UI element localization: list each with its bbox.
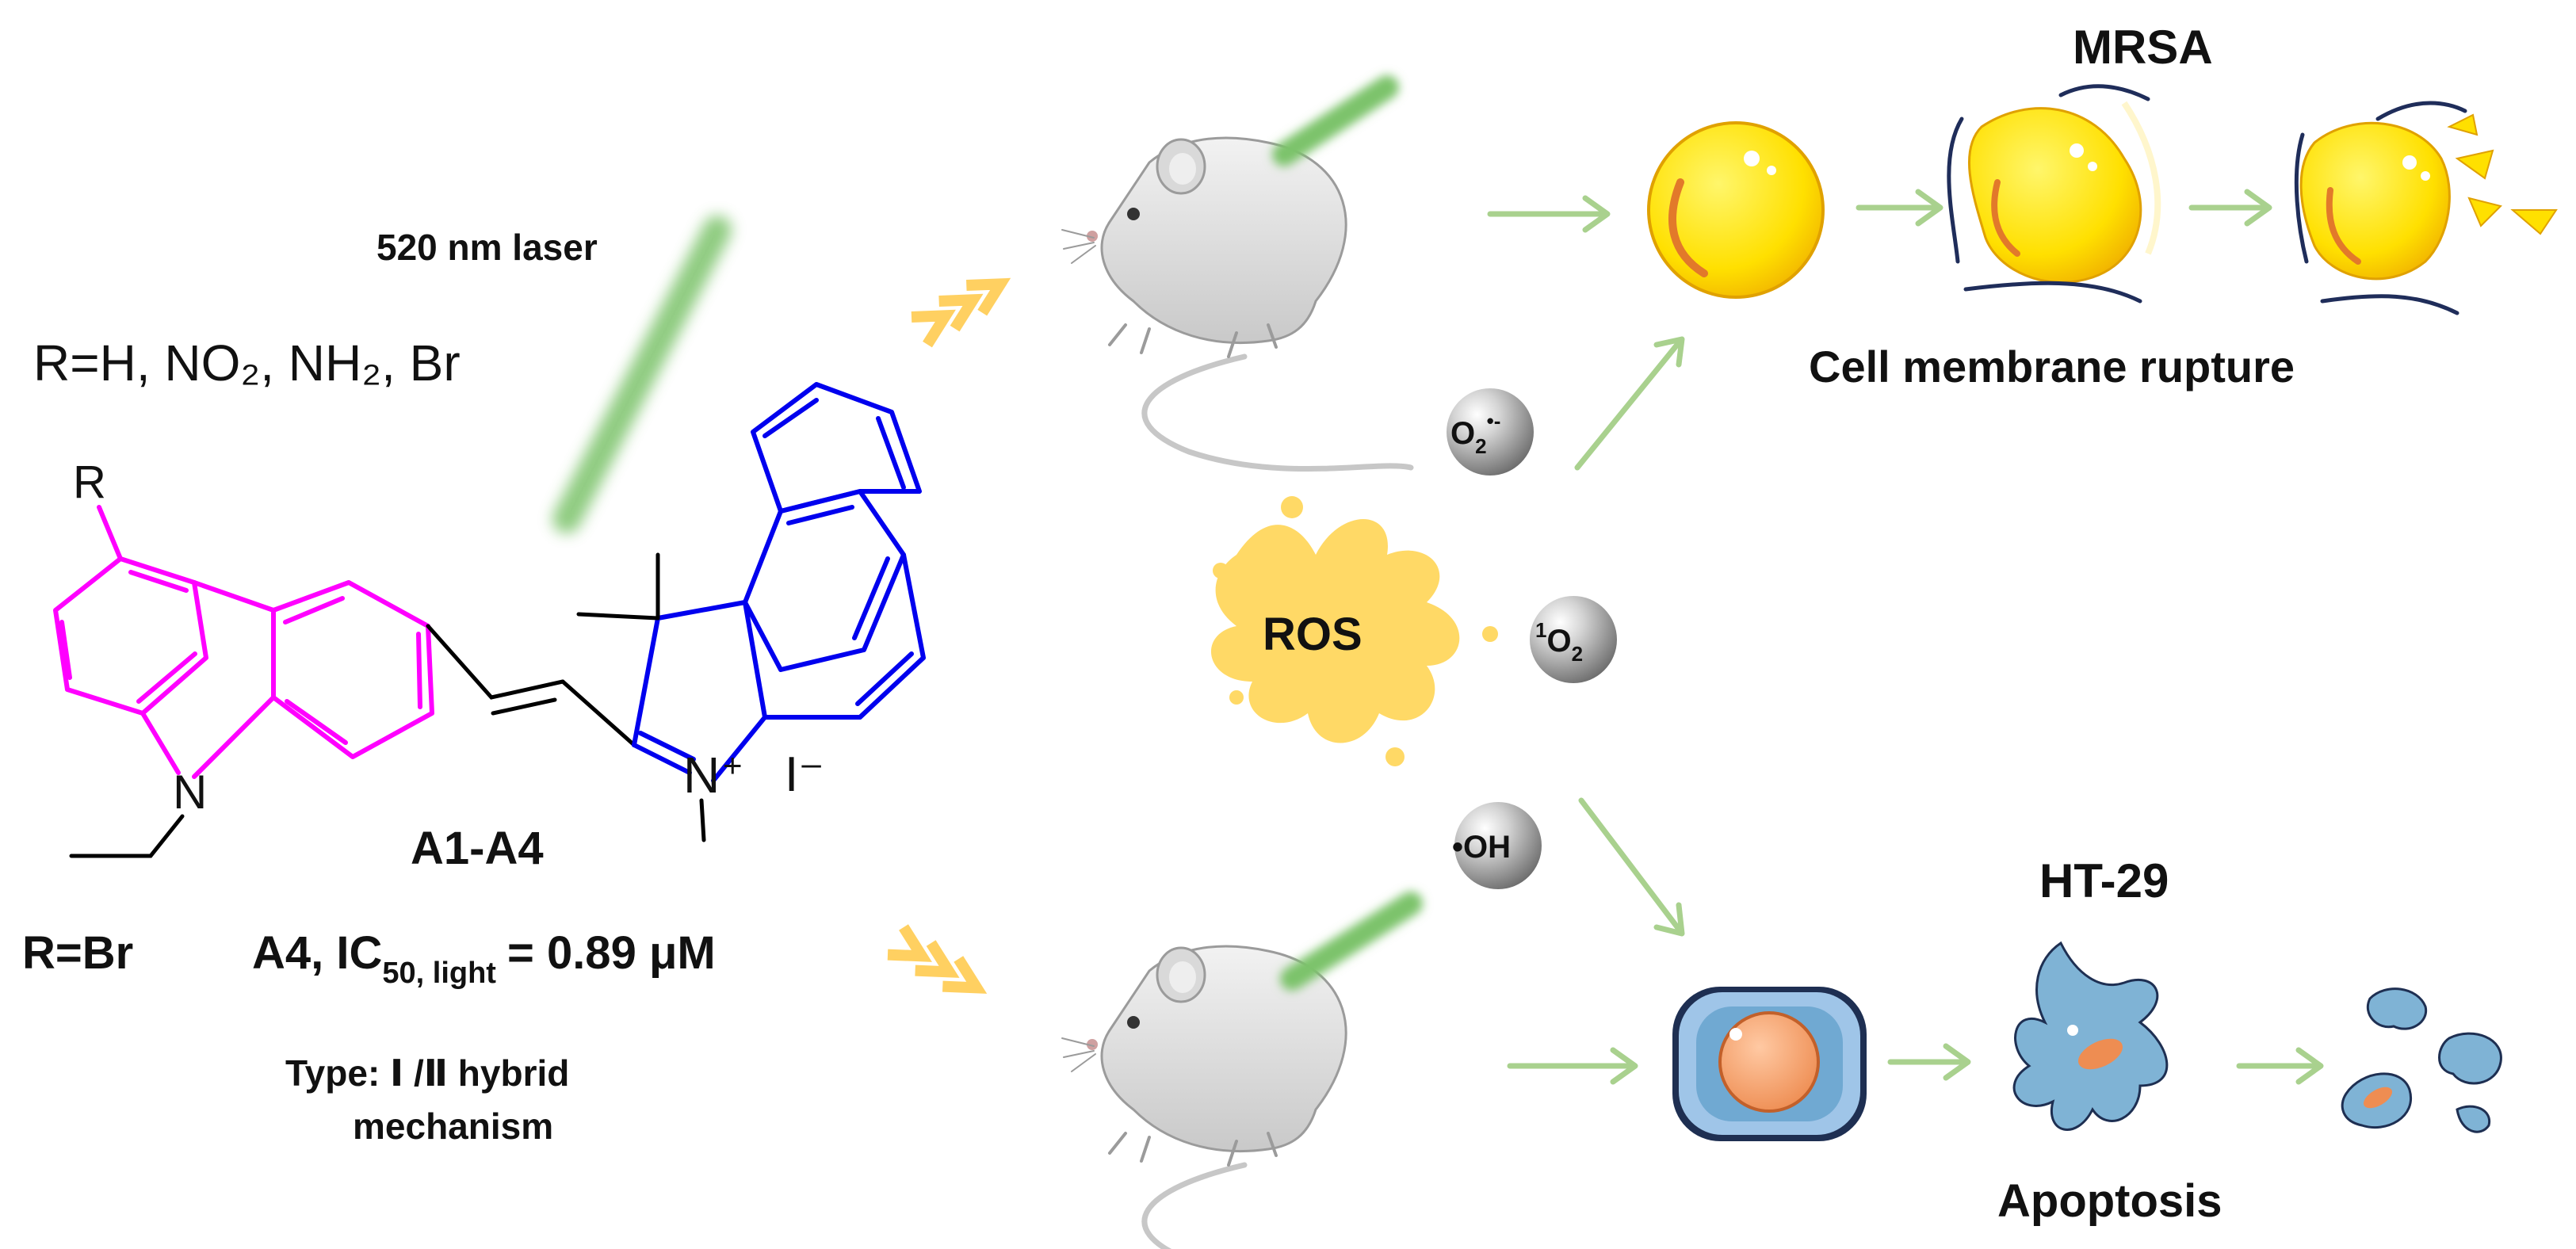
mechanism-line-2: mechanism bbox=[353, 1106, 553, 1147]
arrow-mouse-to-cancer-cell bbox=[1507, 1047, 1638, 1085]
singlet-oxygen-sphere bbox=[1530, 596, 1617, 683]
hydroxyl-sphere bbox=[1454, 802, 1542, 889]
singlet-oxygen-label: 1O2 bbox=[1535, 618, 1583, 666]
laser-label: 520 nm laser bbox=[376, 227, 598, 268]
ros-splash bbox=[1210, 496, 1498, 766]
arrow-bacterium-step-1 bbox=[1856, 189, 1943, 227]
mrsa-label: MRSA bbox=[2073, 21, 2213, 74]
indolium-nitrogen: N bbox=[683, 747, 720, 804]
arrow-ros-to-bacterium bbox=[1574, 336, 1685, 471]
counterion: I⁻ bbox=[785, 747, 824, 802]
arrow-ros-to-cancer-cell bbox=[1578, 797, 1685, 937]
damaged-bacterium bbox=[1947, 84, 2161, 304]
indolium-unit: N + bbox=[576, 382, 926, 842]
ros-label: ROS bbox=[1263, 609, 1363, 660]
mouse-lower bbox=[1062, 946, 1411, 1249]
substituent-options: R=H, NO₂, NH₂, Br bbox=[33, 334, 461, 392]
r-group-label: R bbox=[73, 456, 106, 508]
arrow-cancer-step-2 bbox=[2236, 1047, 2324, 1085]
mechanism-line-1: Type: Ⅰ /Ⅱ hybrid bbox=[285, 1052, 569, 1094]
ruptured-bacterium bbox=[2294, 101, 2558, 315]
chevron-arrow-upper bbox=[912, 270, 1008, 345]
laser-beam bbox=[552, 216, 732, 533]
apoptotic-cell bbox=[2012, 941, 2169, 1131]
vinylene-bridge bbox=[426, 624, 565, 700]
carbazole-unit: R N bbox=[53, 456, 434, 858]
ht29-label: HT-29 bbox=[2039, 854, 2169, 907]
arrow-bacterium-step-2 bbox=[2188, 189, 2272, 227]
intact-bacterium bbox=[1647, 121, 1825, 299]
laser-spot-upper bbox=[1272, 75, 1399, 166]
selected-substituent: R=Br bbox=[22, 927, 133, 979]
intact-cancer-cell bbox=[1672, 987, 1867, 1141]
cell-fragments bbox=[2341, 987, 2502, 1133]
superoxide-sphere bbox=[1447, 388, 1534, 476]
apoptosis-label: Apoptosis bbox=[1997, 1175, 2222, 1227]
membrane-rupture-label: Cell membrane rupture bbox=[1809, 342, 2295, 392]
compound-range: A1-A4 bbox=[411, 823, 544, 874]
positive-charge: + bbox=[723, 747, 743, 784]
chevron-arrow-lower bbox=[888, 927, 984, 1002]
arrow-cancer-step-1 bbox=[1887, 1043, 1971, 1081]
laser-spot-lower bbox=[1280, 892, 1423, 991]
ic50-value: A4, IC50, light= 0.89 μM bbox=[252, 927, 716, 990]
arrow-mouse-to-bacterium bbox=[1487, 195, 1611, 233]
carbazole-nitrogen: N bbox=[173, 766, 207, 819]
mouse-upper bbox=[1062, 138, 1411, 469]
hydroxyl-label: •OH bbox=[1452, 830, 1511, 865]
superoxide-label: O2•- bbox=[1450, 409, 1500, 458]
